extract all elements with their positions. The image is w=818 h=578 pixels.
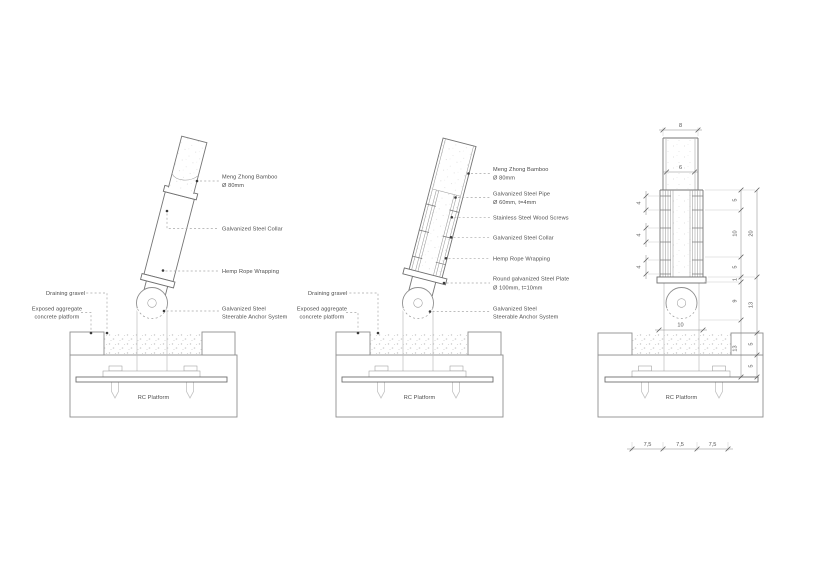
right-rc-platform [597, 354, 764, 418]
middle-pipe-size-label: Ø 60mm, t=4mm [493, 200, 536, 206]
left-bamboo-pole [140, 135, 208, 307]
detail-left-section: RC Platform Meng Zhong Bamboo Ø 80mm [32, 135, 288, 418]
left-anchor-bolt-2 [186, 381, 194, 399]
right-bearing-plate [631, 370, 731, 378]
left-collar-bottom [140, 273, 176, 289]
middle-gravel-strip [370, 332, 468, 355]
middle-anchor-pin [413, 298, 423, 308]
middle-collar-label: Galvanized Steel Collar [493, 235, 554, 241]
right-dimensions: 8 6 4 4 4 [627, 123, 760, 452]
dim-seg-bot: 5 [733, 265, 739, 268]
middle-exposed-label-1: Exposed aggregate [297, 307, 347, 313]
dim-base-upper: 13 [749, 302, 755, 308]
middle-anchor-bolt-1 [377, 381, 385, 399]
middle-base-platform: RC Platform [335, 305, 504, 418]
left-bamboo-node-line [171, 173, 199, 181]
dim-pedestal-h: 9 [733, 299, 739, 302]
dim-seg-top: 5 [733, 198, 739, 201]
middle-exposed-block-left [335, 331, 371, 356]
dim-screw-gap-2: 4 [637, 233, 643, 236]
dim-slab-t: 5 [749, 364, 755, 367]
middle-annotations: Meng Zhong Bamboo Ø 80mm Galvanized Stee… [297, 167, 569, 335]
right-anchor-bolt-1 [641, 381, 649, 399]
middle-anchor-label-2: Steerable Anchor System [493, 315, 559, 321]
dim-block-h: 5 [749, 342, 755, 345]
left-hemp-wrapping [143, 191, 195, 283]
right-rc-platform-label: RC Platform [666, 395, 698, 401]
left-rc-platform-label: RC Platform [138, 395, 170, 401]
right-collar-section [659, 189, 704, 277]
leader-dot [195, 179, 199, 183]
left-anchor-pin [147, 298, 157, 308]
left-anchor-bolt-1 [111, 381, 119, 399]
middle-bamboo-culm [409, 138, 477, 278]
right-round-plate [656, 276, 707, 284]
middle-bearing-plate [368, 370, 467, 378]
left-gravel-strip [104, 332, 202, 355]
left-rc-platform [69, 354, 238, 418]
right-wood-screws [660, 195, 703, 275]
dim-inner-width: 6 [679, 165, 682, 171]
dim-seg-mid: 10 [733, 230, 739, 236]
middle-round-plate [402, 267, 448, 286]
middle-bamboo-label: Meng Zhong Bamboo [493, 167, 549, 173]
middle-exposed-label-2: concrete platform [300, 315, 345, 321]
dim-screw-gap-1: 4 [637, 201, 643, 204]
left-bamboo-label: Meng Zhong Bamboo [222, 175, 278, 181]
detail-right-section: RC Platform [597, 123, 764, 452]
dim-anchor-width: 10 [677, 323, 683, 329]
left-hemp-label: Hemp Rope Wrapping [222, 269, 279, 275]
right-anchor-bolt-2 [715, 381, 723, 399]
left-exposed-label-1: Exposed aggregate [32, 307, 82, 313]
right-steerable-anchor [665, 287, 698, 321]
middle-plate-label: Round galvanized Steel Plate [493, 277, 569, 283]
dim-third-3: 7,5 [709, 442, 717, 448]
right-base-platform: RC Platform [597, 283, 764, 418]
middle-hemp-label: Hemp Rope Wrapping [493, 256, 550, 262]
middle-steerable-anchor [401, 287, 435, 321]
left-collar-label: Galvanized Steel Collar [222, 227, 283, 233]
right-base-plate [604, 376, 759, 383]
middle-plate-size-label: Ø 100mm, t=10mm [493, 286, 543, 292]
left-draining-label: Draining gravel [46, 291, 85, 297]
right-exposed-block-left [597, 332, 633, 356]
dim-third-1: 7,5 [644, 442, 652, 448]
left-anchor-label-2: Steerable Anchor System [222, 315, 288, 321]
middle-bamboo-pole [402, 137, 477, 308]
middle-rc-platform [335, 354, 504, 418]
dim-screw-gap-3: 4 [637, 265, 643, 268]
middle-steel-pipe [415, 188, 461, 276]
right-gravel-strip [632, 333, 731, 355]
left-bamboo-size-label: Ø 80mm [222, 183, 244, 189]
left-exposed-block-left [69, 331, 105, 356]
dim-collar-total: 20 [749, 230, 755, 236]
dim-third-2: 7,5 [676, 442, 684, 448]
left-exposed-label-2: concrete platform [35, 315, 80, 321]
middle-anchor-bolt-2 [452, 381, 460, 399]
left-steerable-anchor [135, 287, 169, 321]
right-anchor-pin [676, 298, 687, 308]
middle-bamboo-size-label: Ø 80mm [493, 176, 515, 182]
dim-top-width: 8 [679, 123, 682, 129]
middle-base-plate [341, 376, 494, 383]
left-exposed-block-right [201, 331, 236, 356]
middle-pipe-label: Galvanized Steel Pipe [493, 192, 550, 198]
left-bearing-plate [102, 370, 201, 378]
dim-plate-t: 1 [733, 278, 739, 281]
middle-screws-label: Stainless Steel Wood Screws [493, 215, 569, 221]
right-bamboo-pole [656, 137, 707, 284]
middle-rc-platform-label: RC Platform [404, 395, 436, 401]
middle-draining-label: Draining gravel [308, 291, 347, 297]
left-base-plate [75, 376, 228, 383]
left-base-platform: RC Platform [69, 305, 238, 418]
detail-middle-section: RC Platform [297, 137, 569, 418]
right-exposed-block-right [730, 332, 764, 356]
middle-exposed-block-right [467, 331, 502, 356]
dim-anchor-total: 13 [733, 345, 739, 351]
left-annotations: Meng Zhong Bamboo Ø 80mm Galvanized Stee… [32, 175, 288, 335]
left-anchor-label-1: Galvanized Steel [222, 307, 266, 313]
middle-anchor-label-1: Galvanized Steel [493, 307, 537, 313]
